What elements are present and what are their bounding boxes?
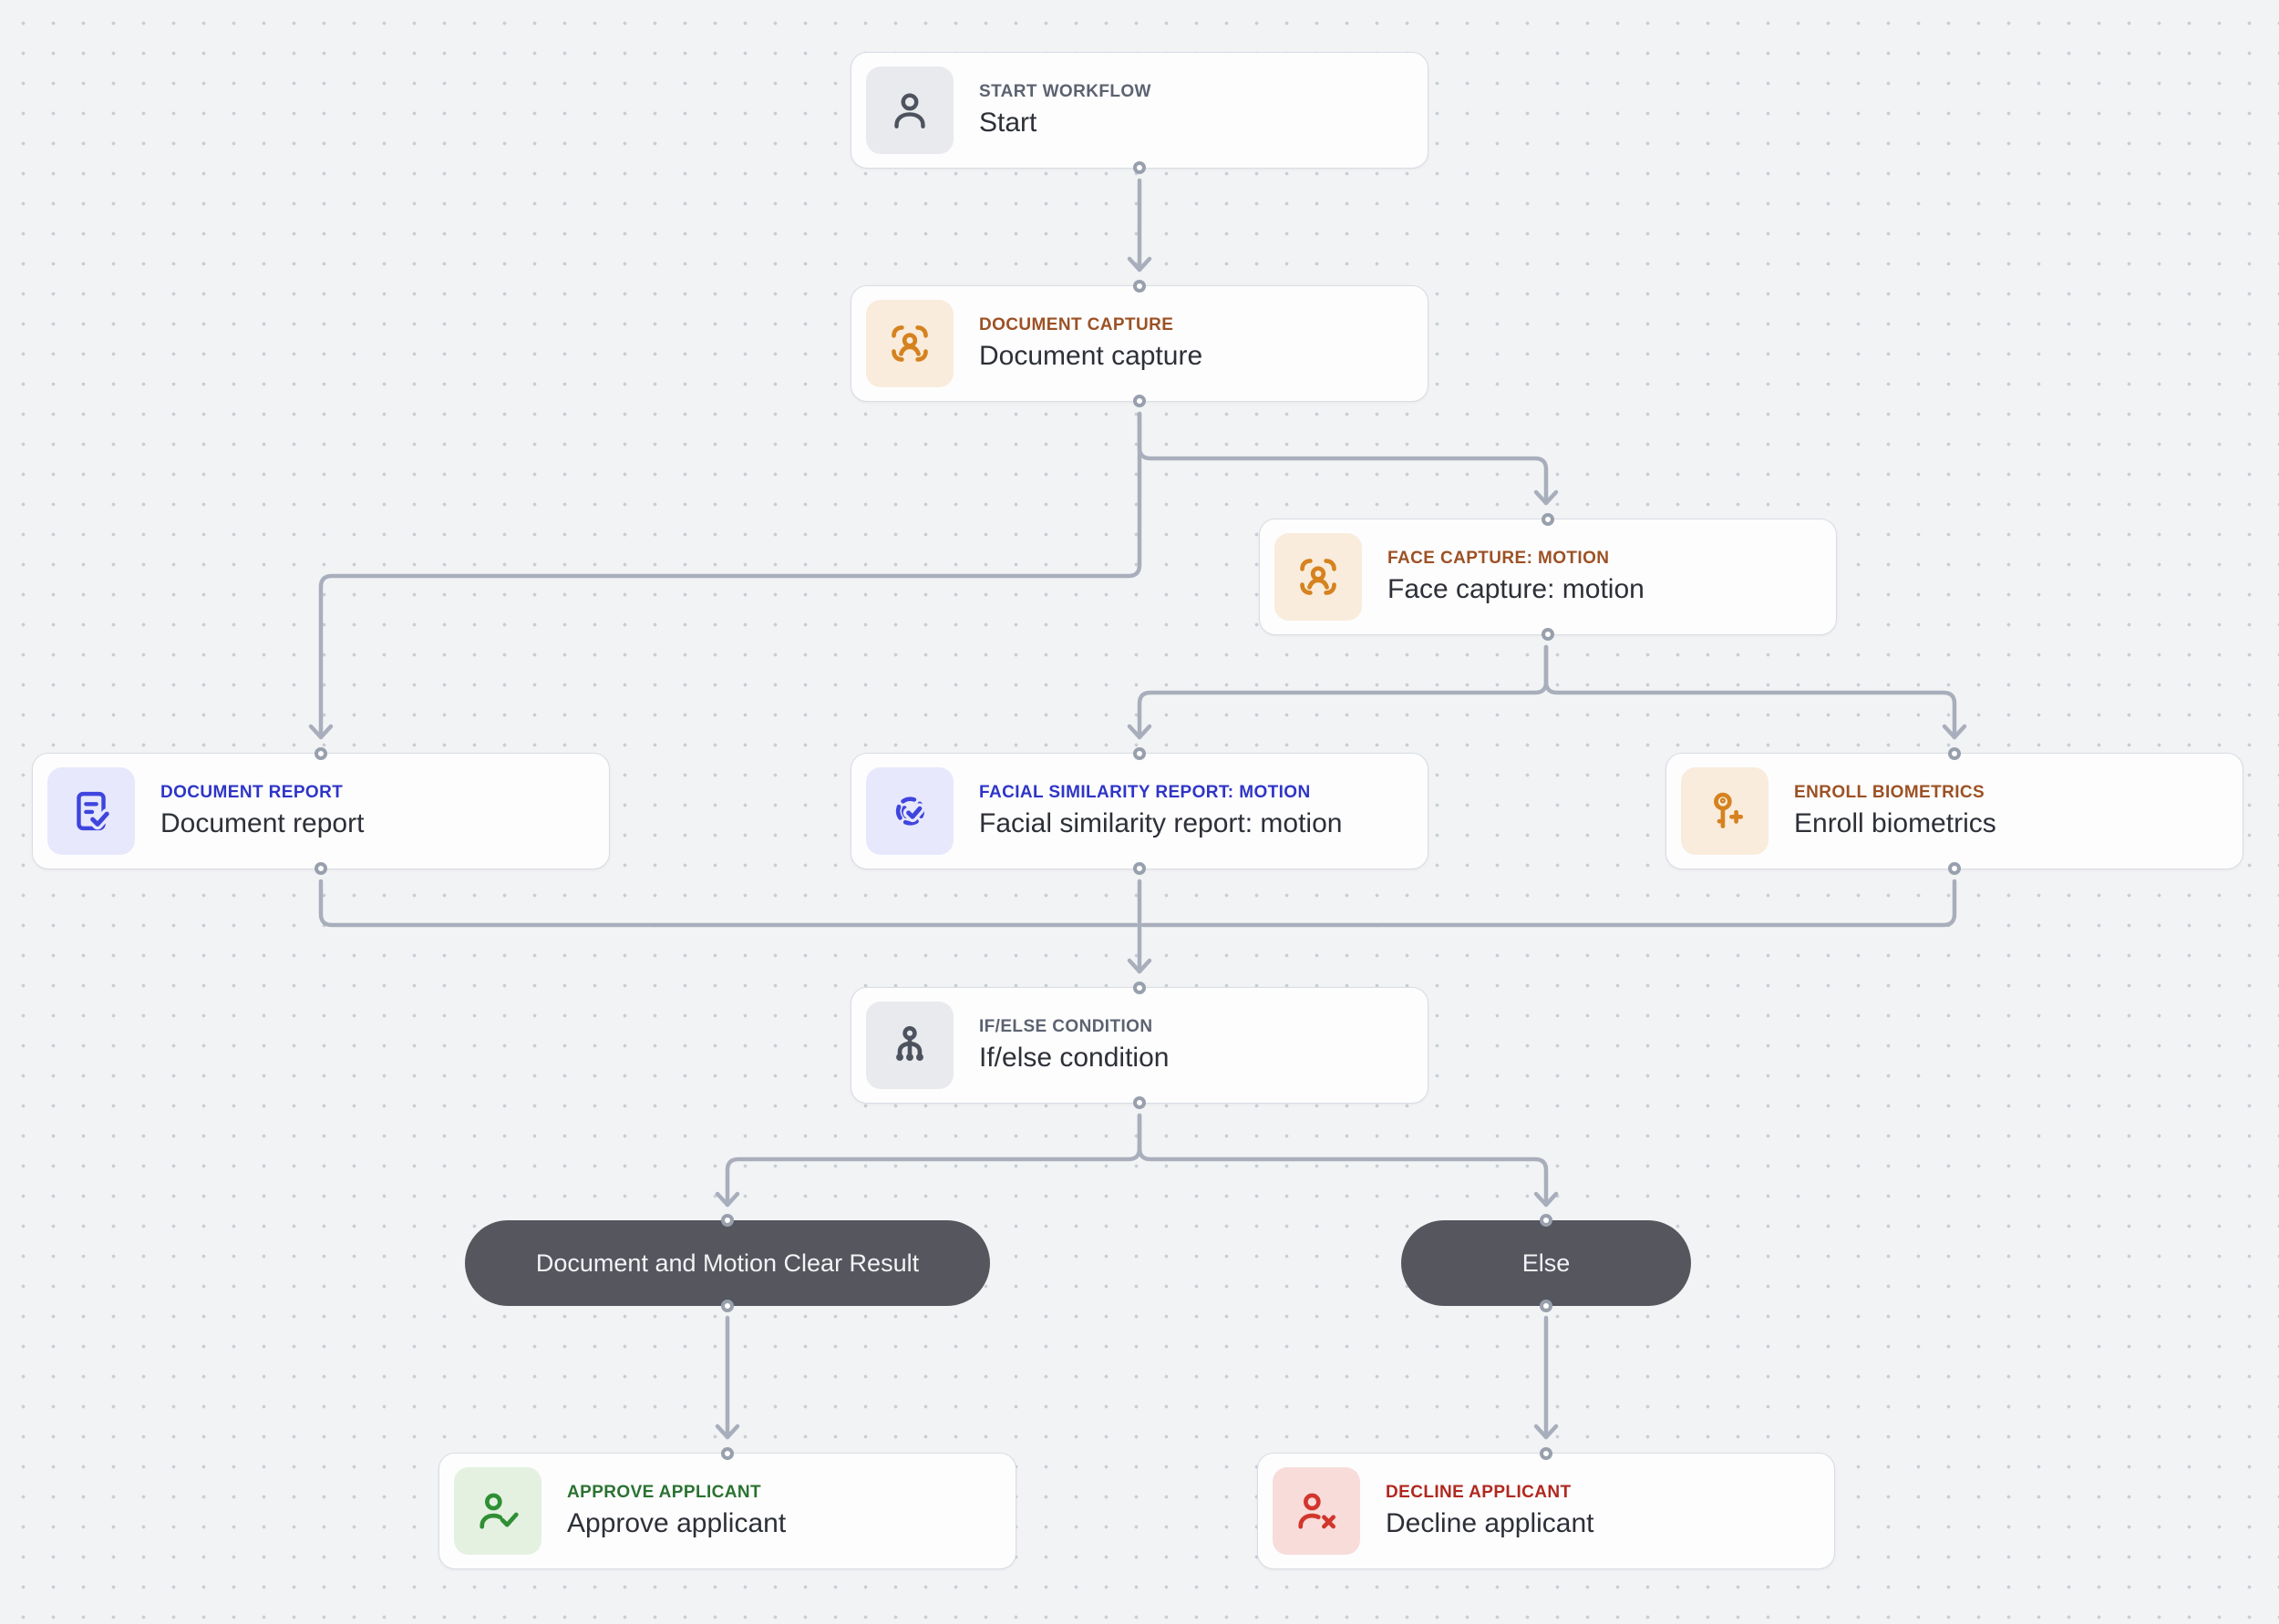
input-port[interactable] (1540, 1447, 1552, 1460)
node-document-capture[interactable]: DOCUMENT CAPTURE Document capture (851, 280, 1428, 407)
node-if-else-condition[interactable]: IF/ELSE CONDITION If/else condition (851, 982, 1428, 1109)
output-port[interactable] (1133, 862, 1146, 875)
input-port[interactable] (1540, 1214, 1552, 1227)
branch-tree-icon (866, 1002, 954, 1089)
node-title: Document report (160, 808, 365, 838)
edge-enroll-biometrics-to-merge (1140, 879, 1957, 928)
fingerprint-check-icon (866, 767, 954, 855)
edge-document-report-to-merge (318, 879, 1139, 928)
node-title: Face capture: motion (1387, 574, 1645, 604)
edge-document-capture-to-face-capture (1137, 411, 1559, 506)
node-document-report[interactable]: DOCUMENT REPORT Document report (32, 747, 610, 875)
node-title: Enroll biometrics (1794, 808, 1996, 838)
user-check-icon (454, 1467, 541, 1555)
node-facial-similarity-report-motion[interactable]: FACIAL SIMILARITY REPORT: MOTION Facial … (851, 747, 1428, 875)
input-port[interactable] (1133, 982, 1146, 994)
node-title: Decline applicant (1386, 1508, 1594, 1538)
input-port[interactable] (721, 1447, 734, 1460)
node-type-label: IF/ELSE CONDITION (979, 1017, 1153, 1036)
edge-face-capture-to-facial-similarity (1127, 644, 1549, 740)
node-type-label: FACIAL SIMILARITY REPORT: MOTION (979, 783, 1311, 802)
node-title: Approve applicant (567, 1508, 787, 1538)
scan-person-icon (1274, 533, 1362, 621)
input-port[interactable] (315, 747, 327, 760)
output-port[interactable] (1133, 1096, 1146, 1109)
node-decline-applicant[interactable]: DECLINE APPLICANT Decline applicant (1257, 1447, 1835, 1569)
node-start-workflow[interactable]: START WORKFLOW Start (851, 52, 1428, 174)
user-icon (866, 67, 954, 154)
node-title: Facial similarity report: motion (979, 808, 1343, 838)
output-port[interactable] (721, 1300, 734, 1312)
node-title: If/else condition (979, 1043, 1170, 1073)
node-title: Document capture (979, 341, 1203, 371)
node-type-label: DOCUMENT REPORT (160, 783, 344, 802)
edge-document-capture-to-document-report (308, 411, 1142, 740)
node-type-label: DOCUMENT CAPTURE (979, 315, 1174, 334)
node-face-capture-motion[interactable]: FACE CAPTURE: MOTION Face capture: motio… (1259, 513, 1837, 641)
branch-pill-document-and-motion-clear-result[interactable]: Document and Motion Clear Result (465, 1214, 990, 1312)
key-plus-icon (1681, 767, 1769, 855)
branch-pill-else[interactable]: Else (1401, 1214, 1691, 1312)
input-port[interactable] (1133, 747, 1146, 760)
node-enroll-biometrics[interactable]: ENROLL BIOMETRICS Enroll biometrics (1665, 747, 2243, 875)
input-port[interactable] (1542, 513, 1554, 526)
input-port[interactable] (1133, 280, 1146, 293)
output-port[interactable] (1133, 395, 1146, 407)
output-port[interactable] (1133, 161, 1146, 174)
document-check-icon (47, 767, 135, 855)
branch-label: Document and Motion Clear Result (535, 1249, 920, 1277)
input-port[interactable] (1948, 747, 1961, 760)
node-type-label: START WORKFLOW (979, 82, 1151, 101)
output-port[interactable] (315, 862, 327, 875)
node-type-label: DECLINE APPLICANT (1386, 1483, 1572, 1502)
node-title: Start (979, 108, 1037, 138)
output-port[interactable] (1542, 628, 1554, 641)
node-type-label: FACE CAPTURE: MOTION (1387, 549, 1610, 568)
edge-if-else-to-clear-branch (715, 1113, 1142, 1208)
output-port[interactable] (1540, 1300, 1552, 1312)
input-port[interactable] (721, 1214, 734, 1227)
branch-label: Else (1521, 1249, 1571, 1277)
edge-if-else-to-else-branch (1137, 1113, 1559, 1208)
node-approve-applicant[interactable]: APPROVE APPLICANT Approve applicant (438, 1447, 1016, 1569)
output-port[interactable] (1948, 862, 1961, 875)
edge-face-capture-to-enroll-biometrics (1543, 644, 1967, 740)
user-x-icon (1273, 1467, 1360, 1555)
node-type-label: ENROLL BIOMETRICS (1794, 783, 1985, 802)
scan-person-icon (866, 300, 954, 387)
node-type-label: APPROVE APPLICANT (567, 1483, 762, 1502)
